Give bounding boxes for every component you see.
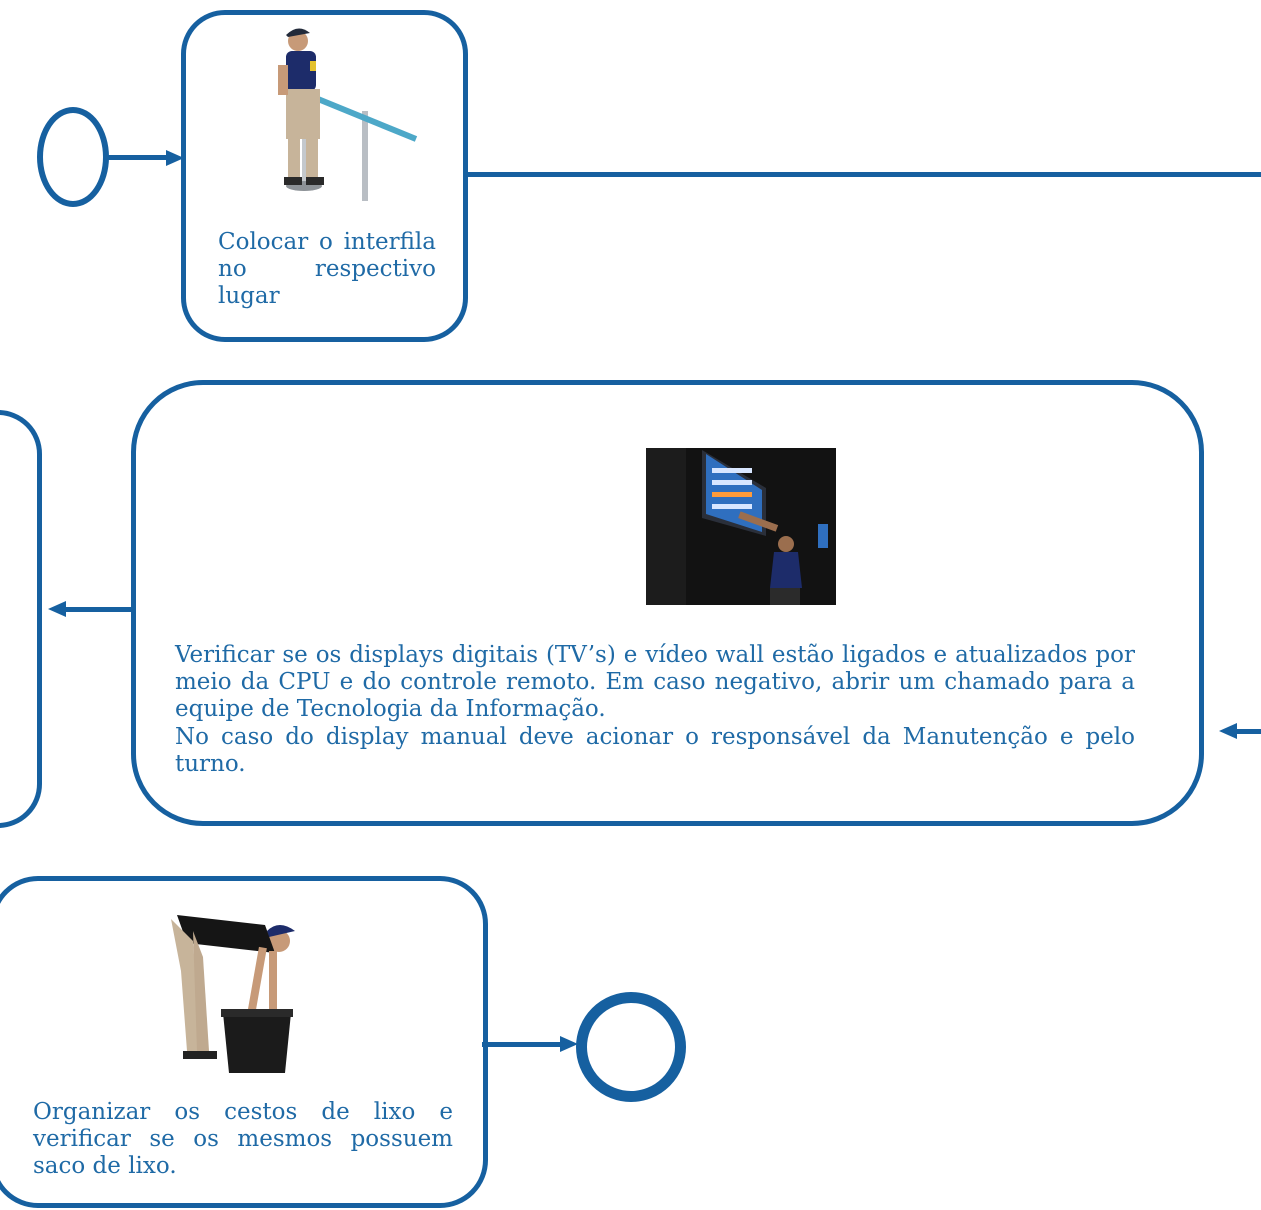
step2-description-paragraph1: Verificar se os displays digitais (TV’s)… — [175, 642, 1135, 722]
step3-description: Organizar os cestos de lixo e verificar … — [33, 1099, 453, 1179]
step2-task-box: Verificar se os displays digitais (TV’s)… — [131, 380, 1204, 826]
end-event-circle — [576, 992, 686, 1102]
person-organizing-trash-photo — [171, 915, 295, 1073]
step1-description: Colocar o interfila no respectivo lugar — [218, 229, 436, 309]
arrowhead-right-icon — [166, 150, 184, 166]
connector-start-to-step1 — [107, 155, 169, 160]
step1-task-box: Colocar o interfila no respectivo lugar — [181, 10, 468, 342]
connector-step1-to-right — [466, 172, 1261, 177]
connector-right-to-step2 — [1235, 729, 1261, 734]
person-checking-displays-photo — [646, 448, 836, 605]
step2-description-paragraph2: No caso do display manual deve acionar o… — [175, 724, 1135, 777]
left-partial-task-box — [0, 410, 42, 828]
connector-step2-to-left — [64, 607, 134, 612]
arrowhead-left-incoming-icon — [1219, 723, 1237, 739]
arrowhead-right-end-icon — [560, 1036, 578, 1052]
start-event-circle — [37, 107, 109, 207]
connector-step3-to-end — [482, 1042, 562, 1047]
step3-task-box: Organizar os cestos de lixo e verificar … — [0, 876, 488, 1208]
person-placing-barrier-photo — [278, 28, 418, 201]
arrowhead-left-icon — [48, 601, 66, 617]
